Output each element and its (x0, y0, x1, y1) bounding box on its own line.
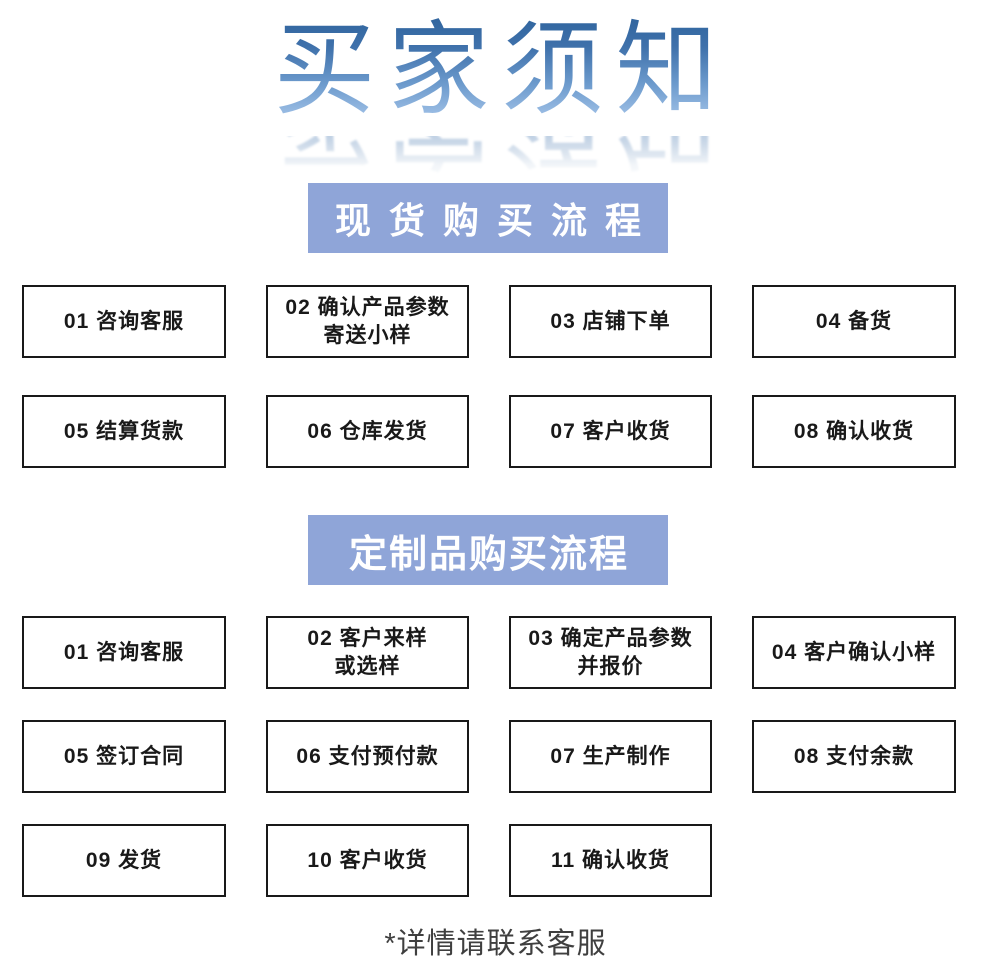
flow-step-custom-09: 09 发货 (22, 824, 226, 897)
flow-step-instock-06: 06 仓库发货 (266, 395, 469, 468)
page-title: 买家须知 (262, 12, 730, 129)
flow-step-label: 01 咨询客服 (63, 640, 185, 664)
flow-step-label: 01 咨询客服 (63, 309, 185, 333)
flow-step-label: 06 仓库发货 (307, 419, 428, 443)
flow-step-label: 08 支付余款 (793, 744, 915, 768)
flow-step-label: 11 确认收货 (550, 848, 671, 872)
page-title-reflection-text: 买家须知 (262, 136, 730, 178)
flow-step-label: 07 客户收货 (550, 419, 671, 443)
flow-step-label: 02 确认产品参数 (285, 295, 450, 319)
flow-step-custom-11: 11 确认收货 (509, 824, 712, 897)
flow-step-custom-04: 04 客户确认小样 (752, 616, 956, 689)
footnote: *详情请联系客服 (384, 928, 607, 960)
flow-grid-instock: 01 咨询客服 02 确认产品参数 寄送小样 03 店铺下单 04 备货 05 … (22, 285, 956, 468)
flow-step-label: 03 确定产品参数 (528, 626, 693, 650)
flow-step-custom-05: 05 签订合同 (22, 720, 226, 793)
flow-step-label-line2: 寄送小样 (323, 323, 412, 347)
flow-step-label-line2: 或选样 (334, 654, 401, 678)
flow-step-custom-08: 08 支付余款 (752, 720, 956, 793)
flow-step-custom-06: 06 支付预付款 (266, 720, 469, 793)
page-title-reflection: 买家须知 (0, 136, 991, 188)
flow-step-label: 09 发货 (85, 848, 163, 872)
flow-step-instock-02: 02 确认产品参数 寄送小样 (266, 285, 469, 358)
flow-step-custom-07: 07 生产制作 (509, 720, 712, 793)
flow-step-label: 05 签订合同 (63, 744, 185, 768)
flow-step-label-line2: 并报价 (577, 654, 644, 678)
flow-step-label: 05 结算货款 (63, 419, 185, 443)
flow-step-instock-07: 07 客户收货 (509, 395, 712, 468)
flow-step-instock-03: 03 店铺下单 (509, 285, 712, 358)
flow-step-label: 03 店铺下单 (550, 309, 671, 333)
flow-step-instock-04: 04 备货 (752, 285, 956, 358)
flow-step-instock-05: 05 结算货款 (22, 395, 226, 468)
flow-step-label: 04 备货 (815, 309, 893, 333)
flow-step-label: 02 客户来样 (307, 626, 428, 650)
flow-step-label: 06 支付预付款 (296, 744, 439, 768)
section-header-custom: 定制品购买流程 (308, 515, 668, 585)
flow-step-label: 07 生产制作 (550, 744, 671, 768)
flow-step-label: 10 客户收货 (307, 848, 428, 872)
flow-step-custom-02: 02 客户来样 或选样 (266, 616, 469, 689)
flow-step-custom-03: 03 确定产品参数 并报价 (509, 616, 712, 689)
flow-grid-custom: 01 咨询客服 02 客户来样 或选样 03 确定产品参数 并报价 04 客户确… (22, 616, 956, 897)
flow-step-label: 08 确认收货 (793, 419, 915, 443)
flow-step-instock-08: 08 确认收货 (752, 395, 956, 468)
flow-step-custom-10: 10 客户收货 (266, 824, 469, 897)
page-title-wrap: 买家须知 (0, 12, 991, 129)
flow-step-label: 04 客户确认小样 (771, 640, 937, 664)
flow-step-custom-01: 01 咨询客服 (22, 616, 226, 689)
flow-step-instock-01: 01 咨询客服 (22, 285, 226, 358)
section-header-instock: 现货购买流程 (308, 183, 668, 253)
